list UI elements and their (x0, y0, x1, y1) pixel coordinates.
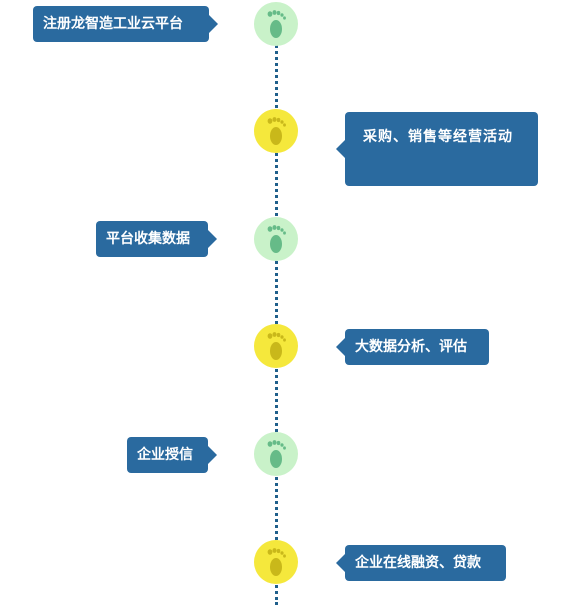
step-6-label: 企业在线融资、贷款 (336, 545, 506, 581)
footprint-icon (267, 225, 286, 253)
step-1-label: 注册龙智造工业云平台 (33, 6, 218, 42)
step-1-node (254, 2, 298, 46)
step-3-label: 平台收集数据 (96, 221, 217, 257)
step-5-label: 企业授信 (127, 437, 217, 473)
footprint-icon (267, 332, 286, 360)
footprint-icon (267, 548, 286, 576)
footprint-icon (267, 117, 286, 145)
timeline-line (275, 10, 278, 605)
footprint-icon (267, 10, 286, 38)
step-4-label: 大数据分析、评估 (336, 329, 489, 365)
step-3-node (254, 217, 298, 261)
step-5-node (254, 432, 298, 476)
footprint-icon (267, 440, 286, 468)
step-4-node (254, 324, 298, 368)
step-2-node (254, 109, 298, 153)
step-2-label: 采购、销售等经营活动 (336, 112, 538, 186)
step-6-node (254, 540, 298, 584)
